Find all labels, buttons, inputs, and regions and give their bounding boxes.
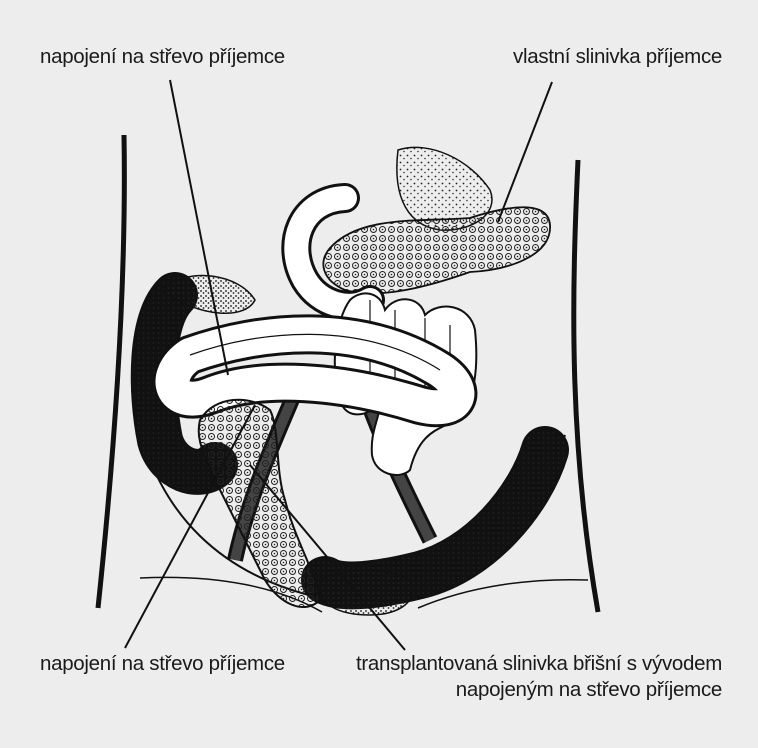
body-outline-left <box>98 135 124 608</box>
label-transplanted-pancreas: transplantovaná slinivka břišní s vývode… <box>356 651 722 703</box>
label-transplanted-pancreas-line2: napojeným na střevo příjemce <box>356 677 722 703</box>
sigmoid <box>319 571 412 615</box>
label-anastomosis-top: napojení na střevo příjemce <box>40 44 285 70</box>
body-outline-right <box>574 160 598 612</box>
label-transplanted-pancreas-line1: transplantovaná slinivka břišní s vývode… <box>356 651 722 677</box>
label-anastomosis-bottom: napojení na střevo příjemce <box>40 651 285 677</box>
label-own-pancreas: vlastní slinivka příjemce <box>513 44 722 70</box>
leader-top-right <box>498 82 552 222</box>
own-pancreas <box>323 207 550 293</box>
